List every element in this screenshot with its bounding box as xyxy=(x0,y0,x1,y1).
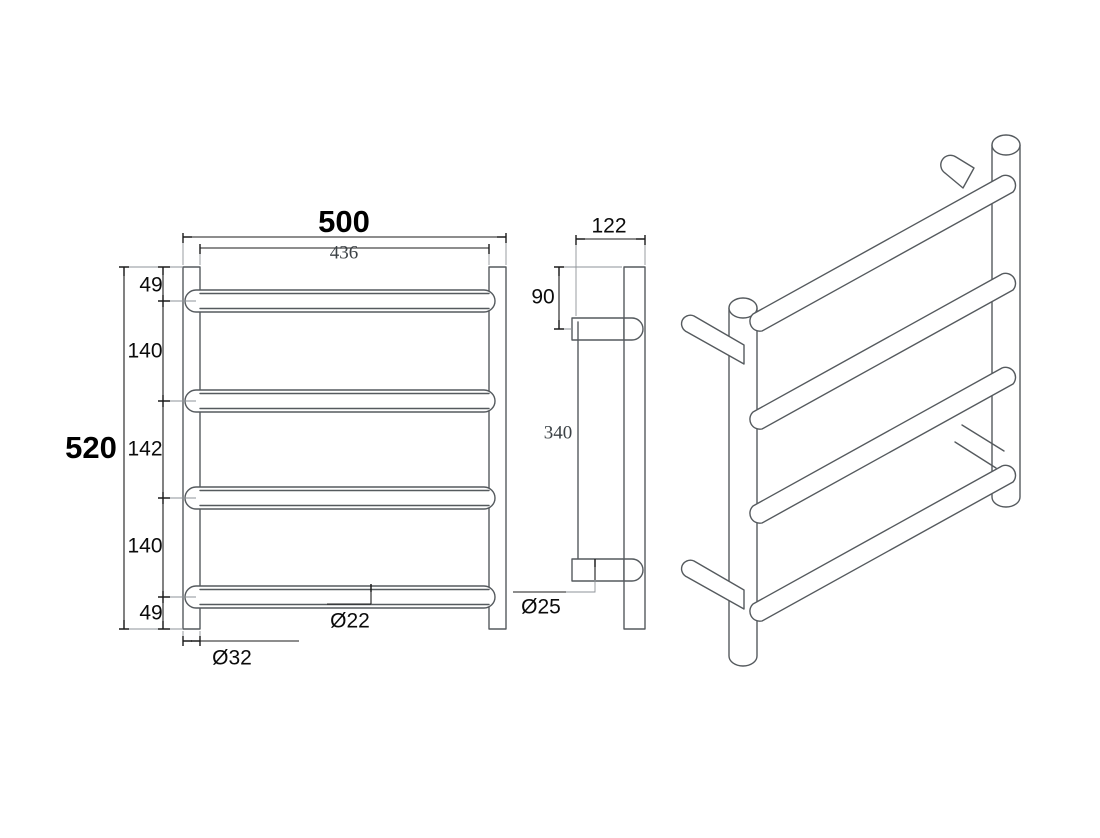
label-seg-140-a: 140 xyxy=(127,340,162,363)
leader-dia25-step xyxy=(513,580,596,593)
label-depth-122: 122 xyxy=(591,215,626,238)
tick-520-bottom xyxy=(119,620,129,630)
label-dia-25: Ø25 xyxy=(521,596,561,619)
iso-bracket-lower-left xyxy=(680,559,745,610)
front-rail-2 xyxy=(184,389,496,413)
side-view-dimensions: 122 90 340 Ø25 xyxy=(513,215,646,619)
isometric-view-geometry xyxy=(680,134,1021,667)
iso-rail-3-stub xyxy=(954,424,1005,469)
front-rail-4 xyxy=(184,585,496,609)
tick-90-bottom xyxy=(554,320,564,330)
label-width-436: 436 xyxy=(330,242,359,263)
label-offset-90: 90 xyxy=(531,286,554,309)
tick-seg-3 xyxy=(158,492,170,504)
iso-rail-1 xyxy=(749,174,1017,332)
tick-500-right xyxy=(497,233,507,243)
tick-122-right xyxy=(636,235,646,245)
label-dia-32: Ø32 xyxy=(212,647,252,670)
tick-122-left xyxy=(575,235,585,245)
label-seg-140-b: 140 xyxy=(127,535,162,558)
tick-seg-bottom xyxy=(158,621,170,630)
front-view-dimensions: 500 436 520 49 140 142 140 49 xyxy=(65,204,507,670)
iso-right-post xyxy=(991,134,1021,508)
side-bracket-top xyxy=(571,317,644,569)
iso-bracket-upper-left xyxy=(680,314,745,365)
tick-seg-1 xyxy=(158,295,170,307)
front-view-geometry xyxy=(182,266,507,630)
iso-rail-4 xyxy=(749,464,1017,622)
tick-seg-top xyxy=(158,266,170,275)
iso-rail-2 xyxy=(749,272,1017,430)
iso-left-post xyxy=(728,297,758,667)
label-seg-142: 142 xyxy=(127,438,162,461)
tick-500-left xyxy=(182,233,192,243)
iso-rail-3 xyxy=(749,366,1017,524)
front-left-post xyxy=(182,266,201,630)
label-dia-22: Ø22 xyxy=(330,610,370,633)
side-bracket-bottom xyxy=(571,558,644,582)
tick-seg-4 xyxy=(158,591,170,603)
tick-dia32-left xyxy=(182,636,192,646)
label-height-520: 520 xyxy=(65,430,117,465)
tick-seg-2 xyxy=(158,395,170,407)
tick-dia32-right xyxy=(191,636,201,646)
side-post xyxy=(623,266,646,630)
side-view-geometry xyxy=(571,266,646,630)
front-right-post xyxy=(488,266,507,630)
label-width-500: 500 xyxy=(318,204,370,239)
label-seg-bottom-49: 49 xyxy=(139,602,162,625)
tick-520-top xyxy=(119,266,129,276)
iso-rail-1-stub xyxy=(940,154,975,189)
label-length-340: 340 xyxy=(544,422,573,443)
label-seg-top-49: 49 xyxy=(139,274,162,297)
tick-90-top xyxy=(554,266,564,276)
front-rail-3 xyxy=(184,486,496,510)
front-rail-1 xyxy=(184,289,496,313)
